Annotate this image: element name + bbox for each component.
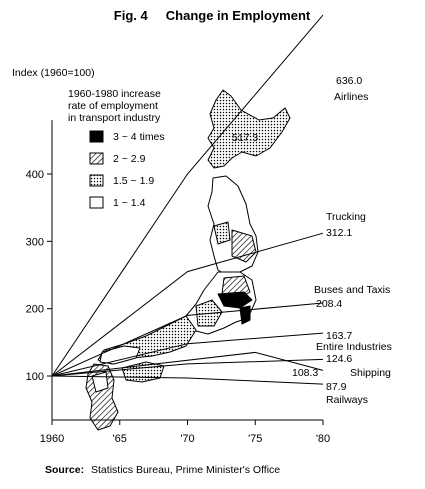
series-line-buses-and-taxis [51, 302, 324, 377]
series-lines [51, 14, 324, 385]
japan-map [85, 89, 291, 431]
legend-label-3: 1.5 ~ 1.9 [113, 175, 154, 187]
y-tick-label: 400 [26, 169, 44, 181]
series-line-entire-industries [51, 358, 324, 377]
chugoku-white-area [99, 345, 141, 365]
series-value-label: 108.3 [292, 367, 318, 379]
chart-axes: 100 200 300 400 1960 '65 '70 '75 '80 [26, 120, 330, 445]
legend-title-line-1: 1960-1980 increase [68, 88, 161, 100]
source-note: Source: Statistics Bureau, Prime Ministe… [45, 464, 280, 476]
x-tick-label: 1960 [40, 433, 64, 445]
series-value-label: 312.1 [326, 227, 352, 239]
x-tick-label: '70 [180, 433, 194, 445]
series-value-label: 124.6 [326, 353, 352, 365]
series-name-label: Entire Industries [316, 341, 392, 353]
map-value-label: 517.3 [232, 132, 258, 144]
series-name-label: Buses and Taxis [314, 284, 390, 296]
series-line-railways [51, 375, 324, 385]
legend-swatch-dots [89, 174, 104, 187]
y-tick-label: 300 [26, 236, 44, 248]
series-line-shipping [51, 351, 324, 377]
series-line-airlines [51, 14, 324, 377]
x-tick-label: '65 [113, 433, 127, 445]
series-name-label: Trucking [326, 211, 366, 223]
legend-title-line-3: in transport industry [68, 112, 161, 124]
tohoku-dotted-area [213, 221, 231, 245]
source-label: Source: [45, 464, 84, 476]
hokkaido-region [207, 89, 291, 169]
y-tick-label: 200 [26, 304, 44, 316]
y-tick-label: 100 [26, 371, 44, 383]
x-tick-label: '75 [248, 433, 262, 445]
series-name-label: Airlines [334, 91, 368, 103]
tokyo-black-area [217, 291, 253, 309]
legend-label-1: 3 ~ 4 times [113, 131, 165, 143]
legend-swatch-white [89, 196, 104, 209]
legend: 1960-1980 increase rate of employment in… [68, 88, 165, 209]
series-value-label: 87.9 [326, 381, 347, 393]
chiba-black-area [239, 305, 251, 325]
series-value-label: 636.0 [336, 75, 362, 87]
series-value-label: 163.7 [326, 330, 352, 342]
series-line-unnamed [51, 332, 324, 377]
y-axis-title: Index (1960=100) [12, 67, 95, 79]
legend-swatch-black [89, 130, 104, 143]
legend-label-2: 2 ~ 2.9 [113, 153, 146, 165]
series-line-trucking [51, 232, 324, 377]
series-name-label: Railways [326, 394, 368, 406]
figure-title: Fig. 4 Change in Employment [114, 8, 311, 23]
x-tick-label: '80 [316, 433, 330, 445]
source-text: Statistics Bureau, Prime Minister's Offi… [91, 464, 280, 476]
series-name-label: Shipping [350, 367, 391, 379]
legend-swatch-hatch [89, 152, 104, 165]
legend-title-line-2: rate of employment [68, 100, 158, 112]
series-value-label: 208.4 [316, 298, 342, 310]
legend-label-4: 1 ~ 1.4 [113, 197, 146, 209]
